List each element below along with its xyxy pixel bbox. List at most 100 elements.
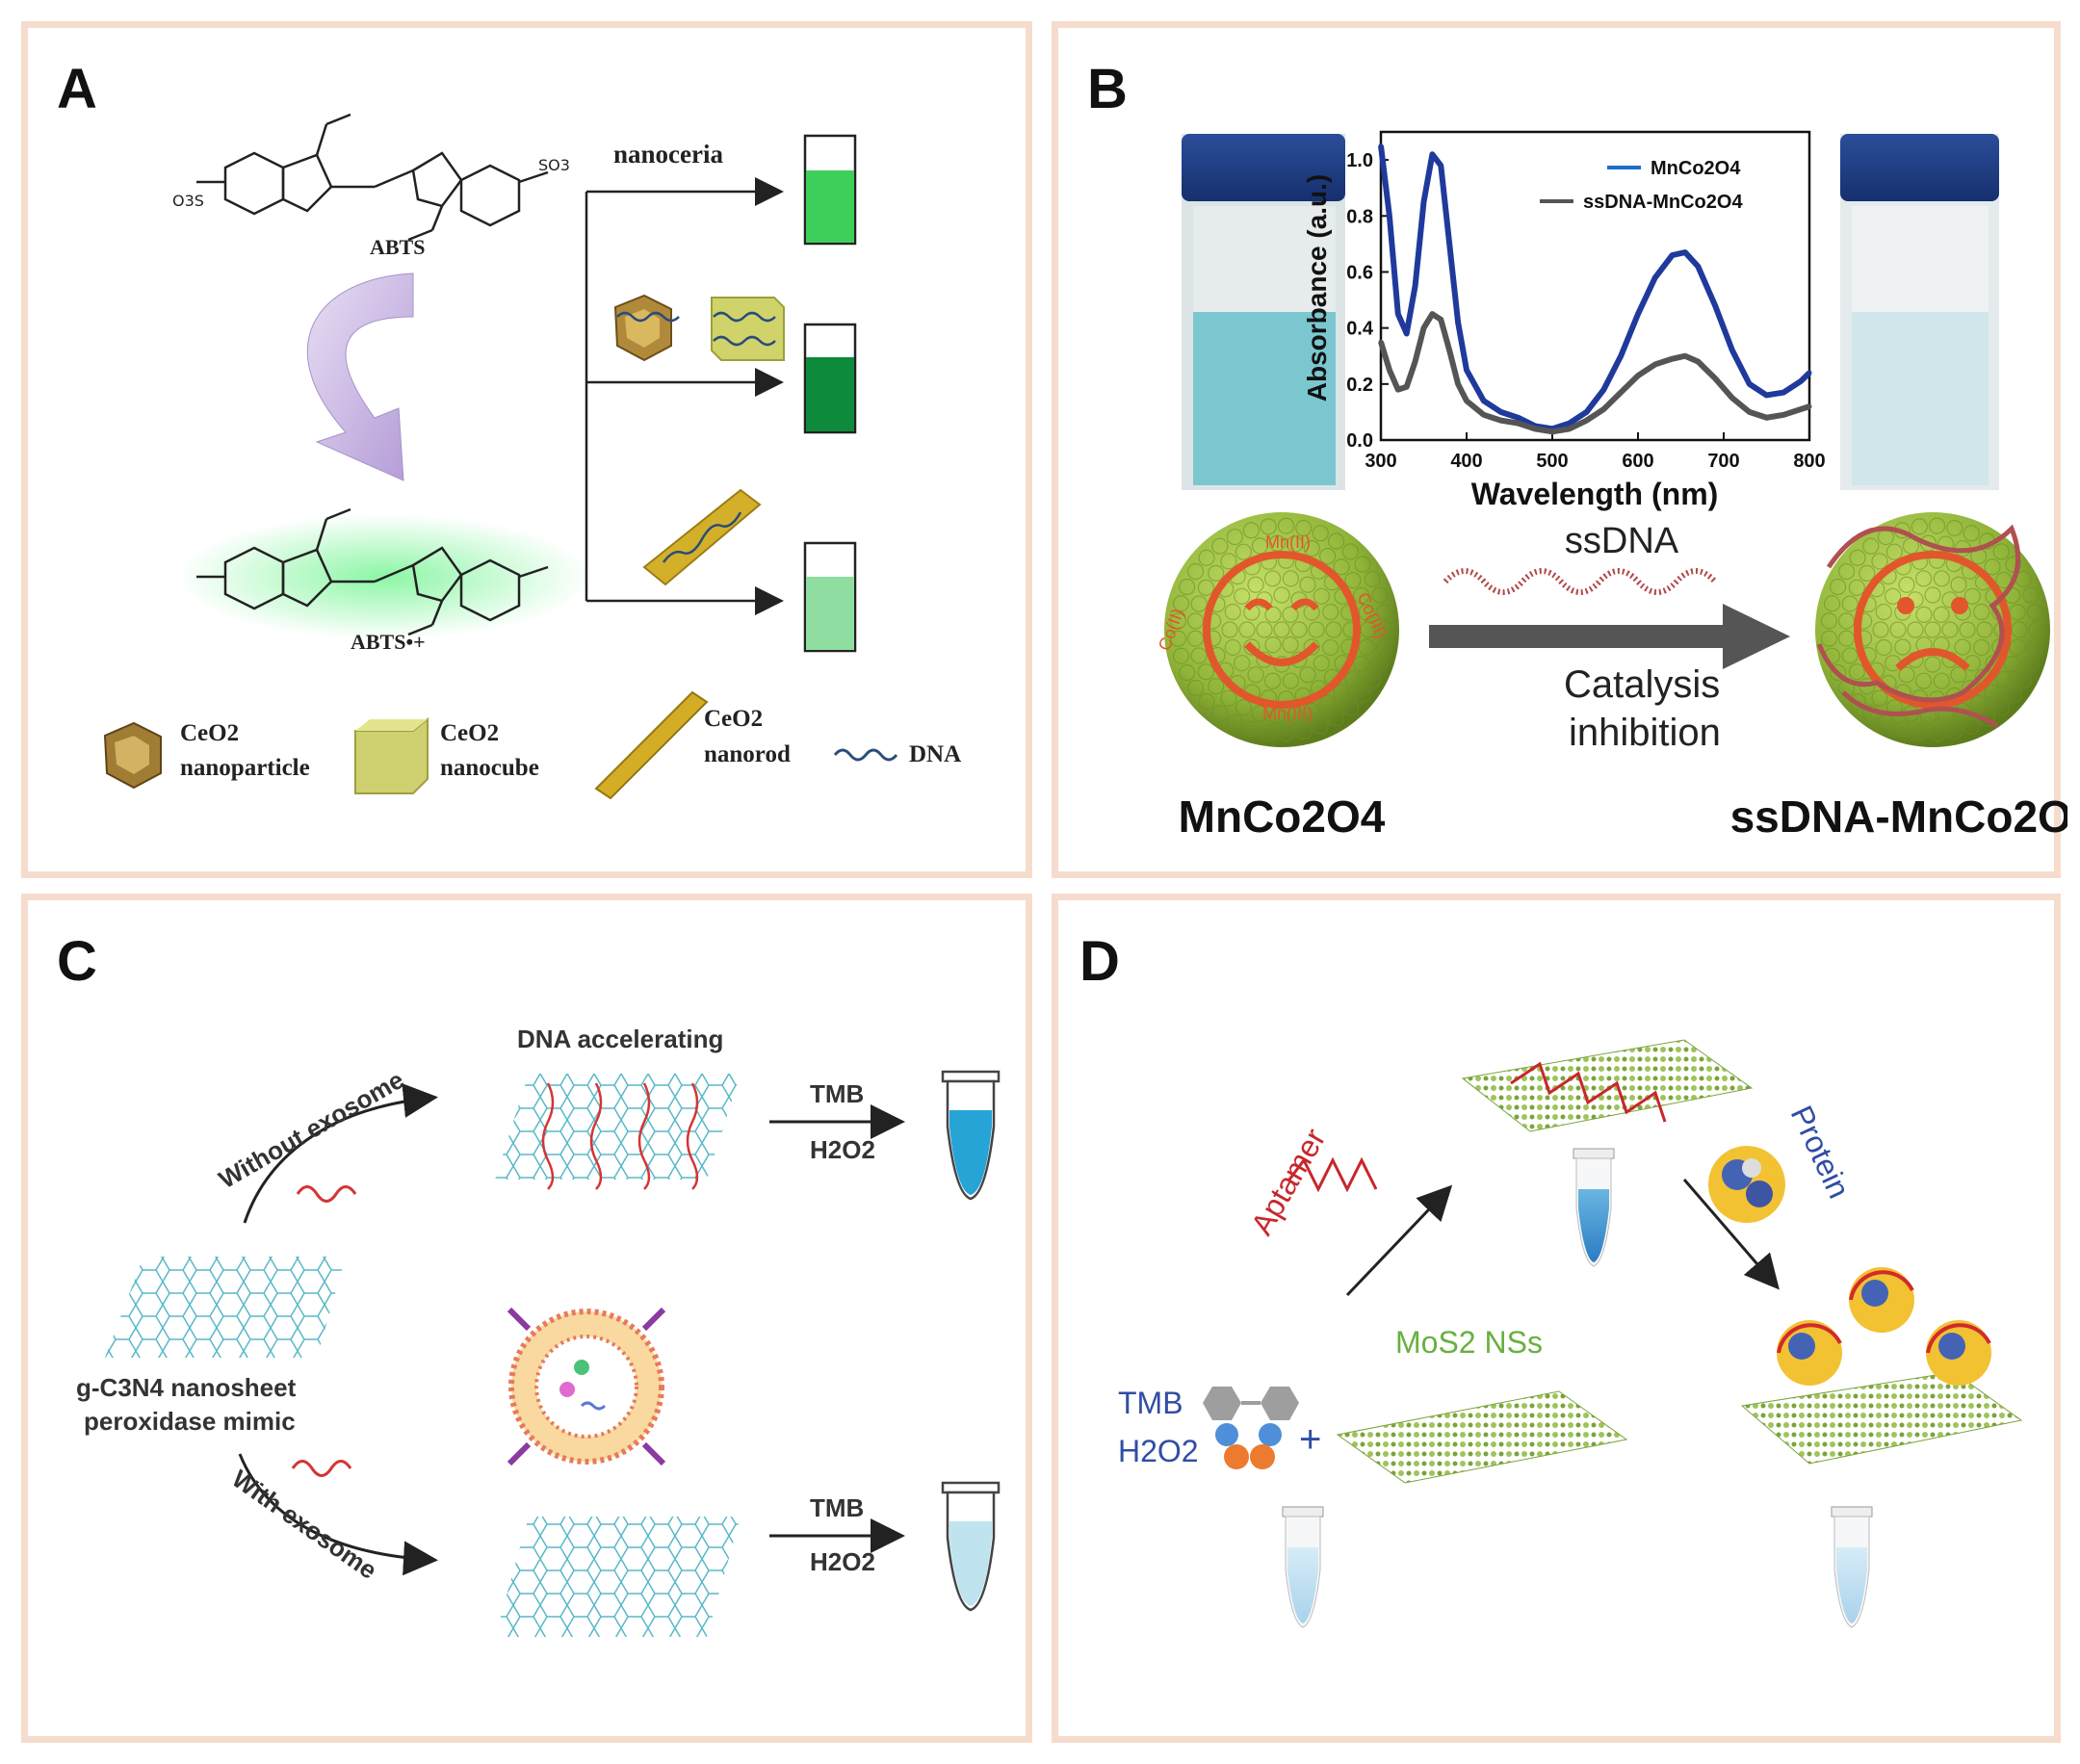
series-point — [1498, 418, 1504, 424]
aptamer-strand — [1287, 1156, 1378, 1193]
sphere-bump — [1226, 528, 1243, 546]
abts-molecule — [196, 113, 549, 242]
tube-blue — [941, 1070, 1001, 1201]
sphere-bump — [1859, 564, 1876, 582]
sphere-bump — [1328, 532, 1345, 550]
series-point — [1600, 406, 1606, 412]
sphere-bump — [1849, 549, 1866, 566]
sphere-bump — [1837, 562, 1856, 581]
sphere-bump — [1319, 548, 1337, 565]
series-line-ssdna-mnco2o4 — [1378, 311, 1810, 435]
sphere-bump — [1208, 564, 1225, 582]
sphere-bump — [1915, 606, 1933, 624]
h2o2-top-label: H2O2 — [810, 1135, 875, 1164]
sphere-bump — [1893, 720, 1911, 738]
series-point — [1729, 348, 1735, 353]
sphere-bump — [1277, 517, 1295, 534]
sphere-bump — [1211, 705, 1229, 722]
series-point — [1404, 330, 1410, 336]
series-point — [1670, 252, 1676, 258]
sphere-bump — [1282, 636, 1299, 654]
sphere-bump — [1924, 586, 1941, 604]
sphere-bump — [1264, 672, 1282, 689]
series-point — [1635, 373, 1641, 378]
series-point — [1747, 381, 1753, 387]
so3-left-label: O3S — [172, 192, 204, 210]
series-line-mnco2o4 — [1378, 145, 1812, 432]
g-c3n4-sheet-bottom — [495, 1517, 741, 1637]
y-tick-label: 0.6 — [1346, 262, 1373, 283]
sphere-bump — [1354, 687, 1371, 704]
sphere-bump — [1282, 672, 1299, 689]
legend-nanorod-icon — [594, 690, 709, 800]
series-point — [1781, 412, 1786, 418]
cuvette-pale-green — [803, 541, 857, 653]
x-tick-label: 800 — [1793, 451, 1825, 472]
vial-mnco2o4 — [1182, 134, 1345, 490]
sphere-bump — [1322, 603, 1339, 621]
without-exosome-label: Without exosome — [214, 1065, 408, 1194]
sphere-bump — [1256, 621, 1273, 638]
series-point — [1438, 163, 1443, 169]
sphere-bump — [1221, 621, 1238, 638]
ion-label-mn2: Mn(II) — [1265, 532, 1311, 552]
sphere-bump — [2005, 687, 2022, 704]
sphere-bump — [1224, 638, 1241, 657]
sphere-bump — [1841, 595, 1859, 612]
sphere-bump — [1875, 638, 1892, 657]
sphere-bump — [1344, 670, 1362, 688]
legend-cube-line2: nanocube — [440, 755, 539, 781]
sphere-bump — [1235, 699, 1252, 716]
solution-light-green — [806, 170, 854, 243]
y-tick-label: 0.4 — [1346, 319, 1374, 340]
sphere-bump — [1871, 553, 1888, 570]
sphere-bump — [1344, 571, 1362, 589]
sphere-bump — [1313, 655, 1330, 672]
title-mnco2o4: MnCo2O4 — [1179, 791, 1386, 842]
sphere-bump — [1172, 595, 1190, 612]
protein-top — [1708, 1146, 1785, 1223]
series-point — [1464, 398, 1469, 403]
panel-a: A — [21, 21, 1032, 878]
series-point — [1567, 421, 1573, 427]
sphere-bump — [1954, 638, 1971, 656]
x-tick-label: 700 — [1707, 451, 1739, 472]
sphere-ssdna-sad — [1815, 512, 2050, 747]
series-point — [1446, 348, 1452, 353]
sphere-bump — [1849, 693, 1866, 711]
x-tick-label: 300 — [1365, 451, 1396, 472]
without-exosome-arrow — [243, 1083, 438, 1224]
ion-label-mn3: Mn(III) — [1262, 704, 1313, 723]
sphere-bump — [1928, 517, 1946, 534]
sphere-bump — [1178, 578, 1196, 596]
nanosheet-label-line1: g-C3N4 nanosheet — [76, 1373, 297, 1402]
sphere-bump — [1976, 621, 1993, 638]
sphere-bump — [1973, 638, 1990, 657]
tube-pale — [941, 1481, 1001, 1612]
sphere-bump — [1287, 707, 1304, 724]
aptamer-arrow — [1345, 1184, 1453, 1297]
h2o2-atom-1 — [1215, 1423, 1238, 1446]
legend-dna-icon — [833, 748, 898, 762]
g-c3n4-sheet — [105, 1257, 346, 1358]
sphere-bump — [1325, 621, 1342, 638]
sphere-bump — [1290, 621, 1308, 638]
sphere-bump — [1303, 702, 1320, 719]
x-tick-label: 400 — [1450, 451, 1482, 472]
chart-frame — [1379, 130, 1811, 442]
sphere-bump — [1186, 679, 1205, 697]
sphere-bump — [1841, 647, 1859, 664]
series-point — [1515, 415, 1521, 421]
sphere-bump — [1375, 604, 1393, 621]
sphere-bump — [1959, 621, 1976, 638]
sphere-bump — [1220, 689, 1237, 707]
sphere-bump — [1260, 518, 1277, 535]
sphere-bump — [2028, 621, 2045, 638]
sphere-bump — [1941, 621, 1959, 638]
sphere-bump — [1894, 638, 1911, 656]
vial-ssdna-mnco2o4 — [1840, 134, 1999, 490]
sphere-bump — [1264, 636, 1282, 654]
sphere-bump — [1915, 672, 1933, 689]
sphere-bump — [1260, 724, 1277, 741]
sphere-bump — [1950, 576, 1967, 593]
